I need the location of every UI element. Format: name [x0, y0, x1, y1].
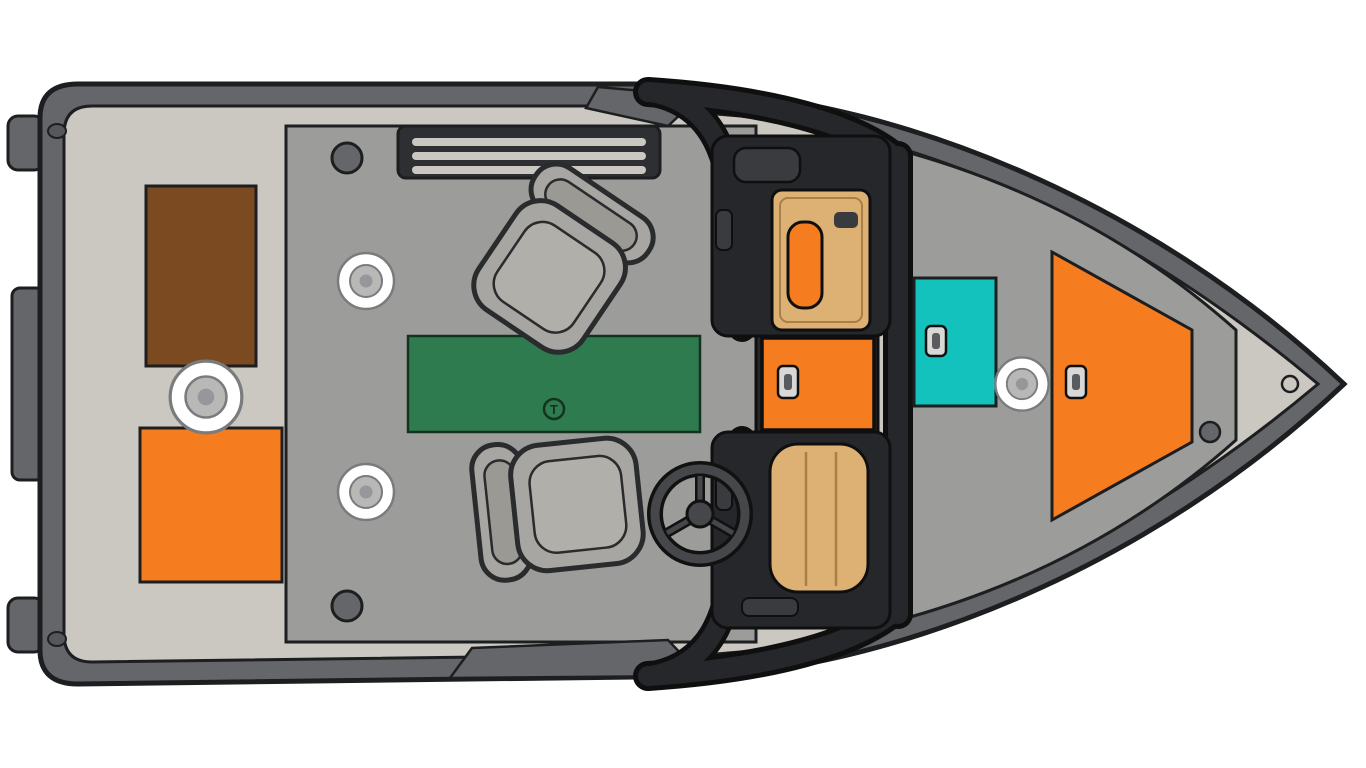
navigation-light [1280, 374, 1300, 394]
cooler-latch-slot [784, 374, 792, 390]
console-tray [732, 146, 802, 184]
bow-hardware-circle [1198, 420, 1222, 444]
gunwale-cup-bottom [330, 589, 364, 623]
cockpit-seat-base-top [336, 251, 396, 311]
transom-bolt-bottom [47, 631, 67, 647]
rod-storage-locker [396, 124, 662, 180]
orange-cooler-box [760, 336, 876, 432]
mat-logo-ring [542, 397, 566, 421]
orange-grab-handle [786, 220, 824, 310]
mat-logo-letter: T [550, 402, 558, 417]
rod-locker-slat [412, 138, 646, 146]
bow-features [912, 249, 1300, 523]
rod-locker-slat [412, 166, 646, 174]
cockpit-seat-base-bottom [336, 462, 396, 522]
transom-bolt-top [47, 123, 67, 139]
console-footrest-detail [741, 597, 799, 617]
port-console-contents [715, 146, 872, 332]
brown-storage-hatch [144, 184, 258, 368]
bow-hatch-latch-slot [1072, 374, 1080, 390]
orange-bow-storage-hatch [1050, 249, 1194, 523]
orange-stern-hatch [138, 426, 284, 584]
rod-locker-slat [412, 152, 646, 160]
stern-seat-base [168, 359, 244, 435]
wheel-rim [650, 464, 750, 564]
helm-seat-cushion [768, 442, 870, 594]
gunwale-cup-top [330, 141, 364, 175]
console-switch-panel [715, 209, 733, 251]
bow-seat-base [994, 356, 1050, 412]
console-small-detail [834, 212, 858, 228]
wheel-hub [685, 499, 715, 529]
pedestal-seat-bottom [469, 430, 646, 582]
livewell-latch-slot [932, 333, 940, 349]
glove-box-inner-line [779, 197, 863, 323]
steering-wheel [647, 461, 753, 567]
